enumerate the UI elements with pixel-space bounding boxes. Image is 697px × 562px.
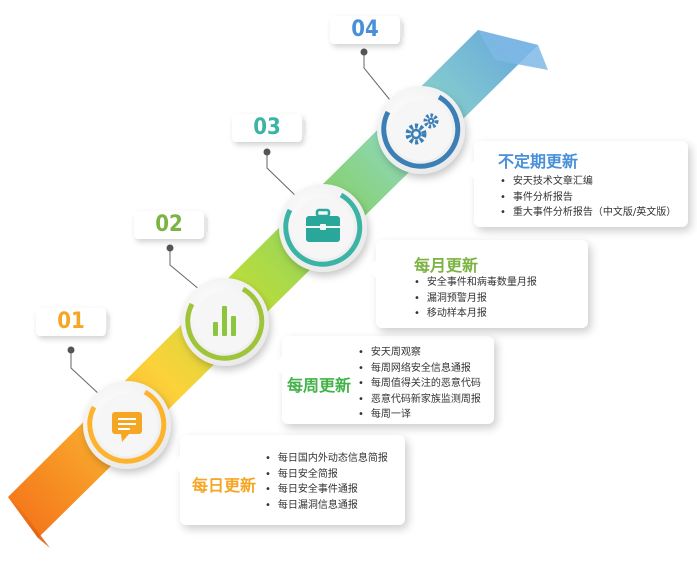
milestone-daily bbox=[83, 381, 171, 469]
briefcase-icon bbox=[306, 208, 340, 242]
list-item: 每日安全简报 bbox=[265, 467, 388, 483]
card-list: 每日国内外动态信息简报 每日安全简报 每日安全事件通报 每日漏洞信息通报 bbox=[265, 451, 388, 513]
list-item: 每日漏洞信息通报 bbox=[265, 498, 388, 514]
list-item: 每周一译 bbox=[358, 407, 481, 423]
list-item: 事件分析报告 bbox=[500, 190, 676, 206]
list-item: 安天技术文章汇编 bbox=[500, 174, 676, 190]
stage-number-03: 03 bbox=[232, 114, 306, 142]
list-item: 每周值得关注的恶意代码 bbox=[358, 376, 481, 392]
chat-icon bbox=[112, 412, 142, 442]
list-item: 漏洞预警月报 bbox=[414, 291, 537, 307]
card-monthly: 每月更新 安全事件和病毒数量月报 漏洞预警月报 移动样本月报 bbox=[367, 240, 588, 328]
gears-icon bbox=[405, 113, 439, 145]
stage-number-01: 01 bbox=[36, 308, 110, 336]
connector-dots bbox=[67, 48, 368, 354]
timeline-band-fold bbox=[8, 497, 50, 548]
card-list: 安天技术文章汇编 事件分析报告 重大事件分析报告（中文版/英文版） bbox=[500, 174, 676, 221]
milestone-monthly bbox=[279, 184, 367, 272]
list-item: 每日安全事件通报 bbox=[265, 482, 388, 498]
bar-chart-icon bbox=[213, 306, 236, 336]
stage-number-04: 04 bbox=[330, 16, 404, 44]
list-item: 安天周观察 bbox=[358, 345, 481, 361]
list-item: 每日国内外动态信息简报 bbox=[265, 451, 388, 467]
milestone-irregular bbox=[377, 86, 465, 174]
timeline-band-top bbox=[478, 30, 548, 70]
milestone-weekly bbox=[181, 278, 269, 366]
card-title: 每周更新 bbox=[287, 376, 352, 395]
list-item: 移动样本月报 bbox=[414, 306, 537, 322]
card-list: 安全事件和病毒数量月报 漏洞预警月报 移动样本月报 bbox=[414, 275, 537, 322]
list-item: 重大事件分析报告（中文版/英文版） bbox=[500, 205, 676, 221]
card-title: 每日更新 bbox=[192, 476, 257, 495]
list-item: 恶意代码新家族监测周报 bbox=[358, 392, 481, 408]
card-irregular: 不定期更新 安天技术文章汇编 事件分析报告 重大事件分析报告（中文版/英文版） bbox=[465, 141, 688, 227]
card-list: 安天周观察 每周网络安全信息通报 每周值得关注的恶意代码 恶意代码新家族监测周报… bbox=[358, 345, 481, 423]
list-item: 每周网络安全信息通报 bbox=[358, 361, 481, 377]
list-item: 安全事件和病毒数量月报 bbox=[414, 275, 537, 291]
card-daily: 每日更新 每日国内外动态信息简报 每日安全简报 每日安全事件通报 每日漏洞信息通… bbox=[171, 435, 405, 525]
stage-number-02: 02 bbox=[134, 211, 208, 239]
card-title: 每月更新 bbox=[414, 256, 479, 275]
connectors bbox=[70, 52, 391, 396]
card-weekly: 每周更新 安天周观察 每周网络安全信息通报 每周值得关注的恶意代码 恶意代码新家… bbox=[273, 336, 494, 424]
card-title: 不定期更新 bbox=[498, 152, 579, 171]
